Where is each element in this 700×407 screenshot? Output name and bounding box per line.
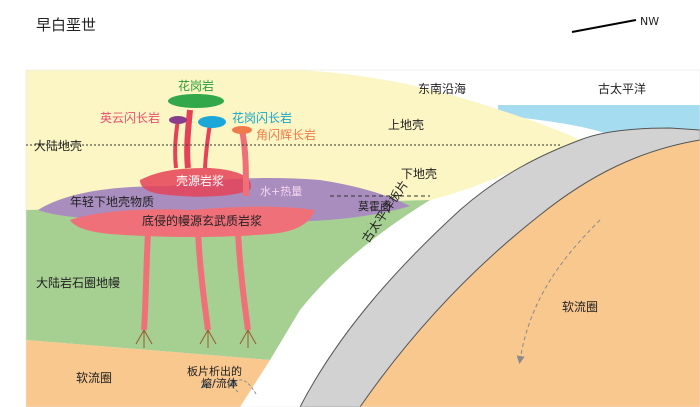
asthenosphere-left [26, 340, 270, 407]
feeder-roots [135, 329, 257, 348]
frame [25, 69, 700, 407]
hornblende-diorite-stalk [239, 129, 249, 197]
lithospheric-mantle [26, 200, 430, 360]
label-asthenosphere-right: 软流圈 [562, 300, 599, 314]
label-slab-fluids-2: 熔/流体 [201, 377, 238, 390]
label-asthenosphere-left: 软流圈 [76, 371, 113, 385]
asthenosphere-right [330, 140, 700, 407]
label-lower-crust: 下地壳 [401, 167, 438, 181]
granite-body [168, 94, 224, 108]
label-upper-crust: 上地壳 [388, 118, 425, 132]
granite-stalk [184, 109, 193, 169]
label-lithospheric-mantle: 大陆岩石圈地幔 [36, 276, 121, 290]
magma-feeder-3 [235, 231, 251, 331]
label-young-lower-crust: 年轻下地壳物质 [70, 195, 155, 209]
granodiorite-body [198, 116, 226, 128]
label-moho: 莫霍面 [358, 200, 391, 213]
crustal-magma [140, 168, 251, 197]
label-southeast-coast: 东南沿海 [418, 82, 467, 96]
label-hornblende-diorite: 角闪辉长岩 [256, 128, 317, 142]
paleo-pacific-slab [299, 127, 700, 407]
hornblende-diorite-body [232, 126, 252, 134]
title: 早白垩世 [36, 16, 97, 34]
label-underplated-basalt: 底侵的幔源玄武质岩浆 [142, 214, 263, 228]
label-continental-crust: 大陆地壳 [34, 139, 83, 153]
label-water-heat: 水+热量 [260, 185, 303, 198]
underplated-basalt [70, 206, 315, 237]
magma-feeder-2 [195, 231, 211, 331]
compass-label: NW [640, 15, 660, 28]
asthenosphere-flow-arrow [516, 219, 601, 364]
label-slab-fluids-1: 板片析出的 [187, 365, 242, 378]
label-crustal-magma: 壳源岩浆 [176, 174, 225, 188]
magma-feeder-1 [141, 231, 151, 331]
label-tonalite: 英云闪长岩 [100, 111, 161, 125]
label-paleo-pacific-ocean: 古太平洋 [598, 82, 647, 96]
compass-symbol [571, 19, 637, 33]
tonalite-body [169, 116, 187, 124]
label-granite: 花岗岩 [178, 79, 215, 93]
label-granodiorite: 花岗闪长岩 [232, 111, 293, 125]
